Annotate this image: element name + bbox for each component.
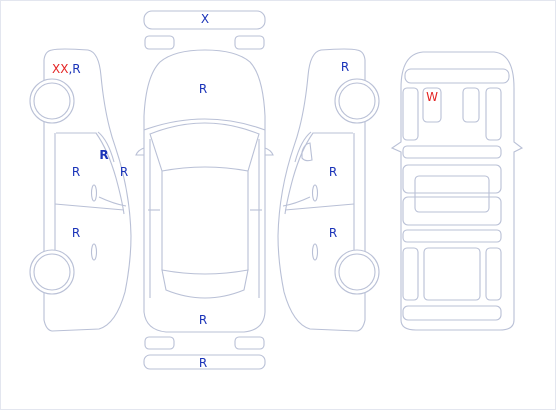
windshield-panel [404, 68, 510, 84]
rear-seat-panel [423, 247, 481, 301]
car-body-outline [143, 49, 266, 333]
right-window-line [284, 132, 353, 215]
left-front-wheel [29, 78, 75, 124]
rear-right-trim [485, 247, 502, 301]
dashboard-mark: W [426, 90, 438, 104]
right-fender-mark: R [341, 60, 349, 74]
rear-right-light [234, 336, 265, 350]
top-view: X R R R [135, 10, 274, 370]
rear-left-trim [402, 247, 419, 301]
dashboard-left [422, 87, 442, 123]
rear-seat-back-bar [402, 229, 502, 243]
left-rear-handle [90, 243, 98, 261]
right-a-pillar [294, 131, 312, 163]
left-body-outline [43, 48, 132, 332]
right-body-outline [277, 48, 366, 332]
front-seats-panel [402, 164, 502, 194]
rear-bumper-mark: R [199, 356, 207, 370]
left-front-handle [90, 184, 98, 202]
left-door-edge-mark: R [120, 165, 128, 179]
dashboard-right [462, 87, 480, 123]
left-side-view: XX,R R R R R [29, 48, 132, 332]
right-rear-door-mark: R [329, 165, 337, 179]
interior-outline [390, 51, 524, 331]
right-mirror-side [301, 142, 313, 162]
windshield [149, 122, 260, 172]
front-seat-back-bar [402, 145, 502, 159]
left-rear-wheel [29, 249, 75, 295]
left-mirror [135, 147, 145, 156]
right-step-line [282, 196, 311, 207]
front-bumper-mark: X [201, 12, 209, 26]
rear-left-light [144, 336, 175, 350]
left-door-frame-mark: R [99, 148, 108, 162]
right-mirror [264, 147, 274, 156]
trunk-mark: R [199, 313, 207, 327]
left-a-pillar [97, 131, 115, 163]
rear-window [161, 269, 249, 299]
right-front-hub [338, 82, 376, 120]
middle-seat-panel [402, 196, 502, 226]
left-front-door-mark: R [72, 165, 80, 179]
right-door-split [284, 203, 355, 211]
right-side-view: R R R [277, 48, 380, 332]
rear-bumper-strip [143, 354, 266, 370]
right-rear-handle [311, 243, 319, 261]
interior-view: W [390, 51, 524, 331]
right-rear-hub [338, 253, 376, 291]
right-a-trim [485, 87, 502, 141]
right-front-wheel [334, 78, 380, 124]
right-front-handle [311, 184, 319, 202]
right-rear-wheel [334, 249, 380, 295]
front-right-light [234, 35, 265, 50]
left-front-fender-mark: XX,R [52, 62, 81, 76]
hood-mark: R [199, 82, 207, 96]
left-window-line [56, 132, 125, 215]
left-rear-hub [33, 253, 71, 291]
rear-shelf-panel [402, 305, 502, 321]
hood-line [143, 118, 266, 131]
left-front-hub [33, 82, 71, 120]
right-front-door-mark: R [329, 226, 337, 240]
left-door-split [54, 203, 125, 211]
left-rear-door-mark: R [72, 226, 80, 240]
front-bumper-strip [143, 10, 266, 30]
left-step-line [98, 196, 127, 207]
left-a-trim [402, 87, 419, 141]
front-left-light [144, 35, 175, 50]
center-console [414, 175, 490, 213]
